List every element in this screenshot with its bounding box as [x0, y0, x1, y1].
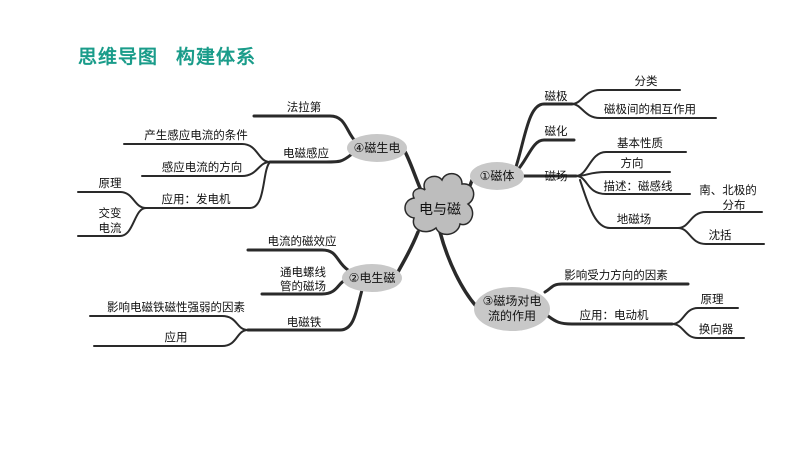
currentmag-labels: 电流的磁效应 通电螺线 管的磁场 电磁铁 影响电磁铁磁性强弱的因素 应用 — [107, 234, 337, 344]
fieldforce-labels: 影响受力方向的因素 应用：电动机 原理 换向器 — [564, 268, 733, 336]
node-fieldforce-ellipse — [474, 287, 550, 331]
label-faraday: 法拉第 — [287, 100, 322, 114]
label-earth-poles-1: 南、北极的 — [699, 183, 757, 197]
label-pole-interaction: 磁极间的相互作用 — [604, 102, 696, 116]
branch-gen-principle — [77, 191, 147, 209]
branch-commutator — [671, 323, 745, 339]
title-part-1: 思维导图 — [78, 46, 159, 68]
branch-force-factors — [543, 282, 690, 294]
label-em-factors: 影响电磁铁磁性强弱的因素 — [107, 300, 245, 314]
node-field-force: ③磁场对电 流的作用 — [474, 287, 550, 331]
label-pole: 磁极 — [545, 89, 568, 103]
label-earth-shenkuo: 沈括 — [709, 228, 732, 242]
label-solenoid-1: 通电螺线 — [280, 265, 326, 279]
node-magnetic-current: ④磁生电 — [347, 134, 407, 162]
branch-earth-shenkuo — [677, 227, 765, 245]
branches — [77, 89, 765, 347]
label-induction-direction: 感应电流的方向 — [162, 160, 243, 174]
label-electromagnet: 电磁铁 — [287, 315, 322, 329]
label-induction: 电磁感应 — [283, 146, 329, 160]
label-ac-2: 电流 — [99, 221, 122, 235]
node-fieldforce-label-2: 流的作用 — [488, 308, 536, 323]
label-earth-field: 地磁场 — [617, 212, 652, 226]
center-cloud — [404, 172, 475, 236]
branch-field-direction — [575, 171, 671, 177]
branch-induction — [268, 152, 354, 164]
label-field: 磁场 — [545, 169, 568, 183]
label-solenoid-2: 管的磁场 — [280, 279, 326, 293]
label-field-basic: 基本性质 — [617, 136, 663, 150]
branch-app-generator — [145, 161, 271, 209]
branch-earth-poles — [677, 211, 763, 229]
label-field-describe: 描述：磁感线 — [604, 179, 673, 193]
node-currentmag-label: ②电生磁 — [349, 270, 396, 285]
label-app-generator: 应用：发电机 — [162, 192, 231, 206]
node-currentmag-ellipse — [342, 264, 402, 292]
branch-app-motor — [546, 314, 674, 326]
label-em-application: 应用 — [165, 330, 188, 344]
page-title: 思维导图构建体系 — [78, 42, 256, 69]
node-current-magnetic: ②电生磁 — [342, 264, 402, 292]
branch-em-application — [93, 329, 249, 347]
branch-current-effect — [246, 248, 350, 272]
label-earth-poles-2: 分布 — [723, 198, 746, 212]
label-app-motor: 应用：电动机 — [580, 308, 649, 322]
magnet-labels: 磁极 分类 磁极间的相互作用 磁化 磁场 基本性质 方向 描述：磁感线 地磁场 … — [545, 74, 757, 242]
node-fieldforce-label-1: ③磁场对电 — [483, 293, 542, 308]
node-magnet-ellipse — [470, 162, 524, 190]
branch-em-factors — [89, 315, 249, 331]
label-commutator: 换向器 — [699, 322, 734, 336]
label-magnetize: 磁化 — [545, 124, 568, 138]
label-field-direction: 方向 — [621, 156, 644, 170]
center-node: 电与磁 — [404, 172, 475, 236]
branch-pole — [513, 102, 574, 172]
node-magnet: ①磁体 — [470, 162, 524, 190]
label-induction-condition: 产生感应电流的条件 — [144, 128, 248, 142]
label-motor-principle: 原理 — [701, 292, 724, 306]
branch-ac — [77, 207, 147, 237]
node-magcurrent-label: ④磁生电 — [354, 140, 401, 155]
branch-electromagnet — [246, 288, 364, 332]
title-part-2: 构建体系 — [176, 46, 257, 68]
magcurrent-labels: 法拉第 电磁感应 产生感应电流的条件 感应电流的方向 应用：发电机 原理 交变 … — [99, 100, 330, 235]
branch-center-fieldforce — [438, 230, 478, 308]
center-label: 电与磁 — [419, 202, 461, 218]
branch-earth-field — [579, 179, 679, 229]
branch-induction-direction — [141, 161, 271, 177]
branch-induction-condition — [123, 143, 271, 163]
label-gen-principle: 原理 — [99, 176, 122, 190]
branch-faraday — [252, 114, 358, 144]
node-magnet-label: ①磁体 — [480, 168, 515, 183]
label-force-factors: 影响受力方向的因素 — [564, 268, 668, 282]
branch-field-describe — [575, 175, 691, 195]
branch-center-magcurrent — [402, 148, 422, 190]
branch-center-currentmag — [396, 230, 420, 274]
node-magcurrent-ellipse — [347, 134, 407, 162]
label-current-effect: 电流的磁效应 — [268, 234, 337, 248]
label-ac-1: 交变 — [99, 206, 122, 220]
branch-pole-interaction — [571, 103, 717, 119]
label-pole-classify: 分类 — [635, 74, 658, 88]
